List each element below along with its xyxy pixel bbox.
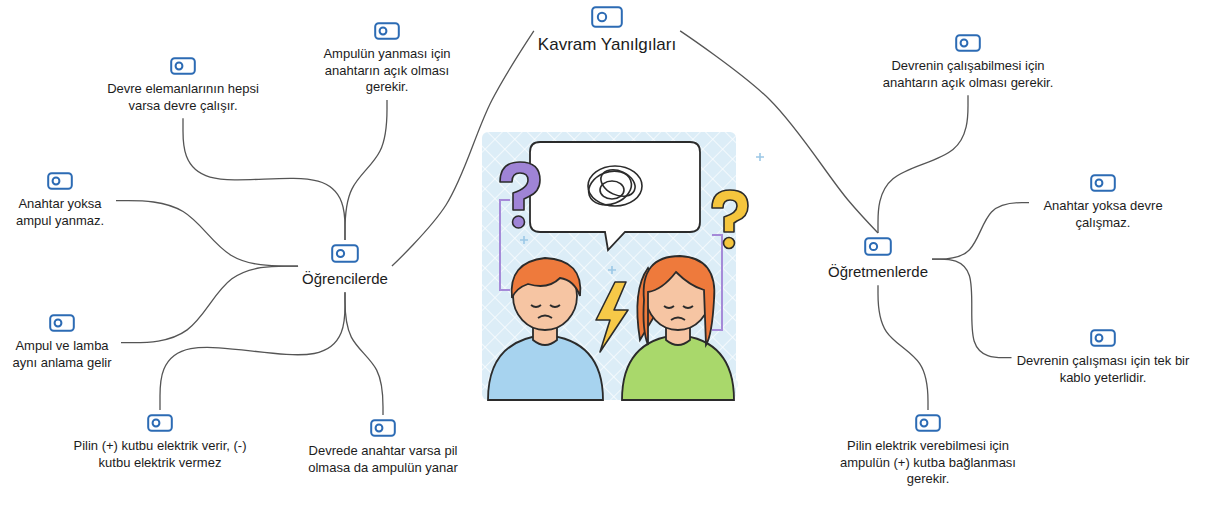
tag-icon [955, 34, 981, 52]
icon-dot [1096, 335, 1103, 342]
branch-connector [183, 118, 345, 240]
icon-frame [375, 23, 399, 39]
node-label: Ampulün yanması için anahtarın açık olma… [307, 46, 467, 96]
icon-dot [380, 28, 387, 35]
node-label: Devre elemanlarının hepsi varsa devre ça… [92, 81, 274, 114]
tag-icon [370, 419, 396, 437]
tag-icon [331, 244, 359, 263]
node-label: Anahtar yoksa devre çalışmaz. [1033, 198, 1173, 231]
branch-connector [121, 266, 298, 343]
icon-frame [1091, 330, 1115, 346]
icon-frame [48, 173, 72, 189]
branch-connector [878, 95, 968, 233]
branch-connector [160, 292, 345, 410]
group-node: Öğrencilerde [302, 244, 388, 288]
icon-dot [1096, 180, 1103, 187]
icon-frame [1091, 175, 1115, 191]
misconception-node: Ampulün yanması için anahtarın açık olma… [307, 22, 467, 96]
misconception-node: Anahtar yoksa devre çalışmaz. [1033, 174, 1173, 231]
branch-connector [932, 259, 1011, 358]
icon-frame [916, 415, 940, 431]
node-label: Ampul ve lamba aynı anlama gelir [7, 338, 117, 371]
icon-frame [171, 58, 195, 74]
tag-icon [864, 237, 892, 256]
icon-frame [148, 415, 172, 431]
misconception-node: Devrenin çalışabilmesi için anahtarın aç… [878, 34, 1058, 91]
icon-dot [337, 250, 344, 257]
tag-icon [1090, 329, 1116, 347]
branch-connector [932, 203, 1029, 259]
misconception-node: Devrede anahtar varsa pil olmasa da ampu… [296, 419, 471, 476]
icon-frame [332, 245, 358, 262]
branch-connector [116, 201, 298, 266]
tag-icon [170, 57, 196, 75]
icon-dot [153, 420, 160, 427]
icon-dot [176, 63, 183, 70]
icon-frame [956, 35, 980, 51]
tag-icon [374, 22, 400, 40]
tag-icon [591, 6, 623, 28]
branch-connector [345, 100, 387, 240]
icon-frame [50, 315, 74, 331]
node-label: Devrede anahtar varsa pil olmasa da ampu… [296, 443, 471, 476]
icon-dot [598, 13, 606, 21]
node-label: Anahtar yoksa ampul yanmaz. [8, 196, 112, 229]
icon-frame [865, 238, 891, 255]
misconception-node: Ampul ve lamba aynı anlama gelir [7, 314, 117, 371]
icon-dot [55, 320, 62, 327]
misconception-node: Pilin (+) kutbu elektrik verir, (-) kutb… [58, 414, 263, 471]
icon-dot [921, 420, 928, 427]
tag-icon [915, 414, 941, 432]
node-label: Devrenin çalışabilmesi için anahtarın aç… [878, 58, 1058, 91]
topic-node: Kavram Yanılgıları [538, 6, 676, 56]
node-label: Kavram Yanılgıları [538, 34, 676, 56]
tag-icon [47, 172, 73, 190]
group-node: Öğretmenlerde [828, 237, 928, 281]
icon-dot [376, 425, 383, 432]
misconception-node: Devrenin çalışması için tek bir kablo ye… [1016, 329, 1191, 386]
node-label: Devrenin çalışması için tek bir kablo ye… [1016, 353, 1191, 386]
node-label: Pilin (+) kutbu elektrik verir, (-) kutb… [58, 438, 263, 471]
node-label: Öğretmenlerde [828, 262, 928, 281]
tag-icon [147, 414, 173, 432]
icon-frame [371, 420, 395, 436]
branch-connector [345, 292, 383, 415]
icon-dot [870, 243, 877, 250]
node-label: Öğrencilerde [302, 269, 388, 288]
branch-connector [878, 285, 928, 410]
illustration-scene [482, 132, 764, 400]
icon-frame [592, 7, 622, 27]
icon-dot [961, 40, 968, 47]
tag-icon [49, 314, 75, 332]
misconception-node: Anahtar yoksa ampul yanmaz. [8, 172, 112, 229]
icon-dot [53, 178, 60, 185]
misconception-node: Pilin elektrik verebilmesi için ampulün … [828, 414, 1028, 488]
tag-icon [1090, 174, 1116, 192]
node-label: Pilin elektrik verebilmesi için ampulün … [828, 438, 1028, 488]
misconception-node: Devre elemanlarının hepsi varsa devre ça… [92, 57, 274, 114]
